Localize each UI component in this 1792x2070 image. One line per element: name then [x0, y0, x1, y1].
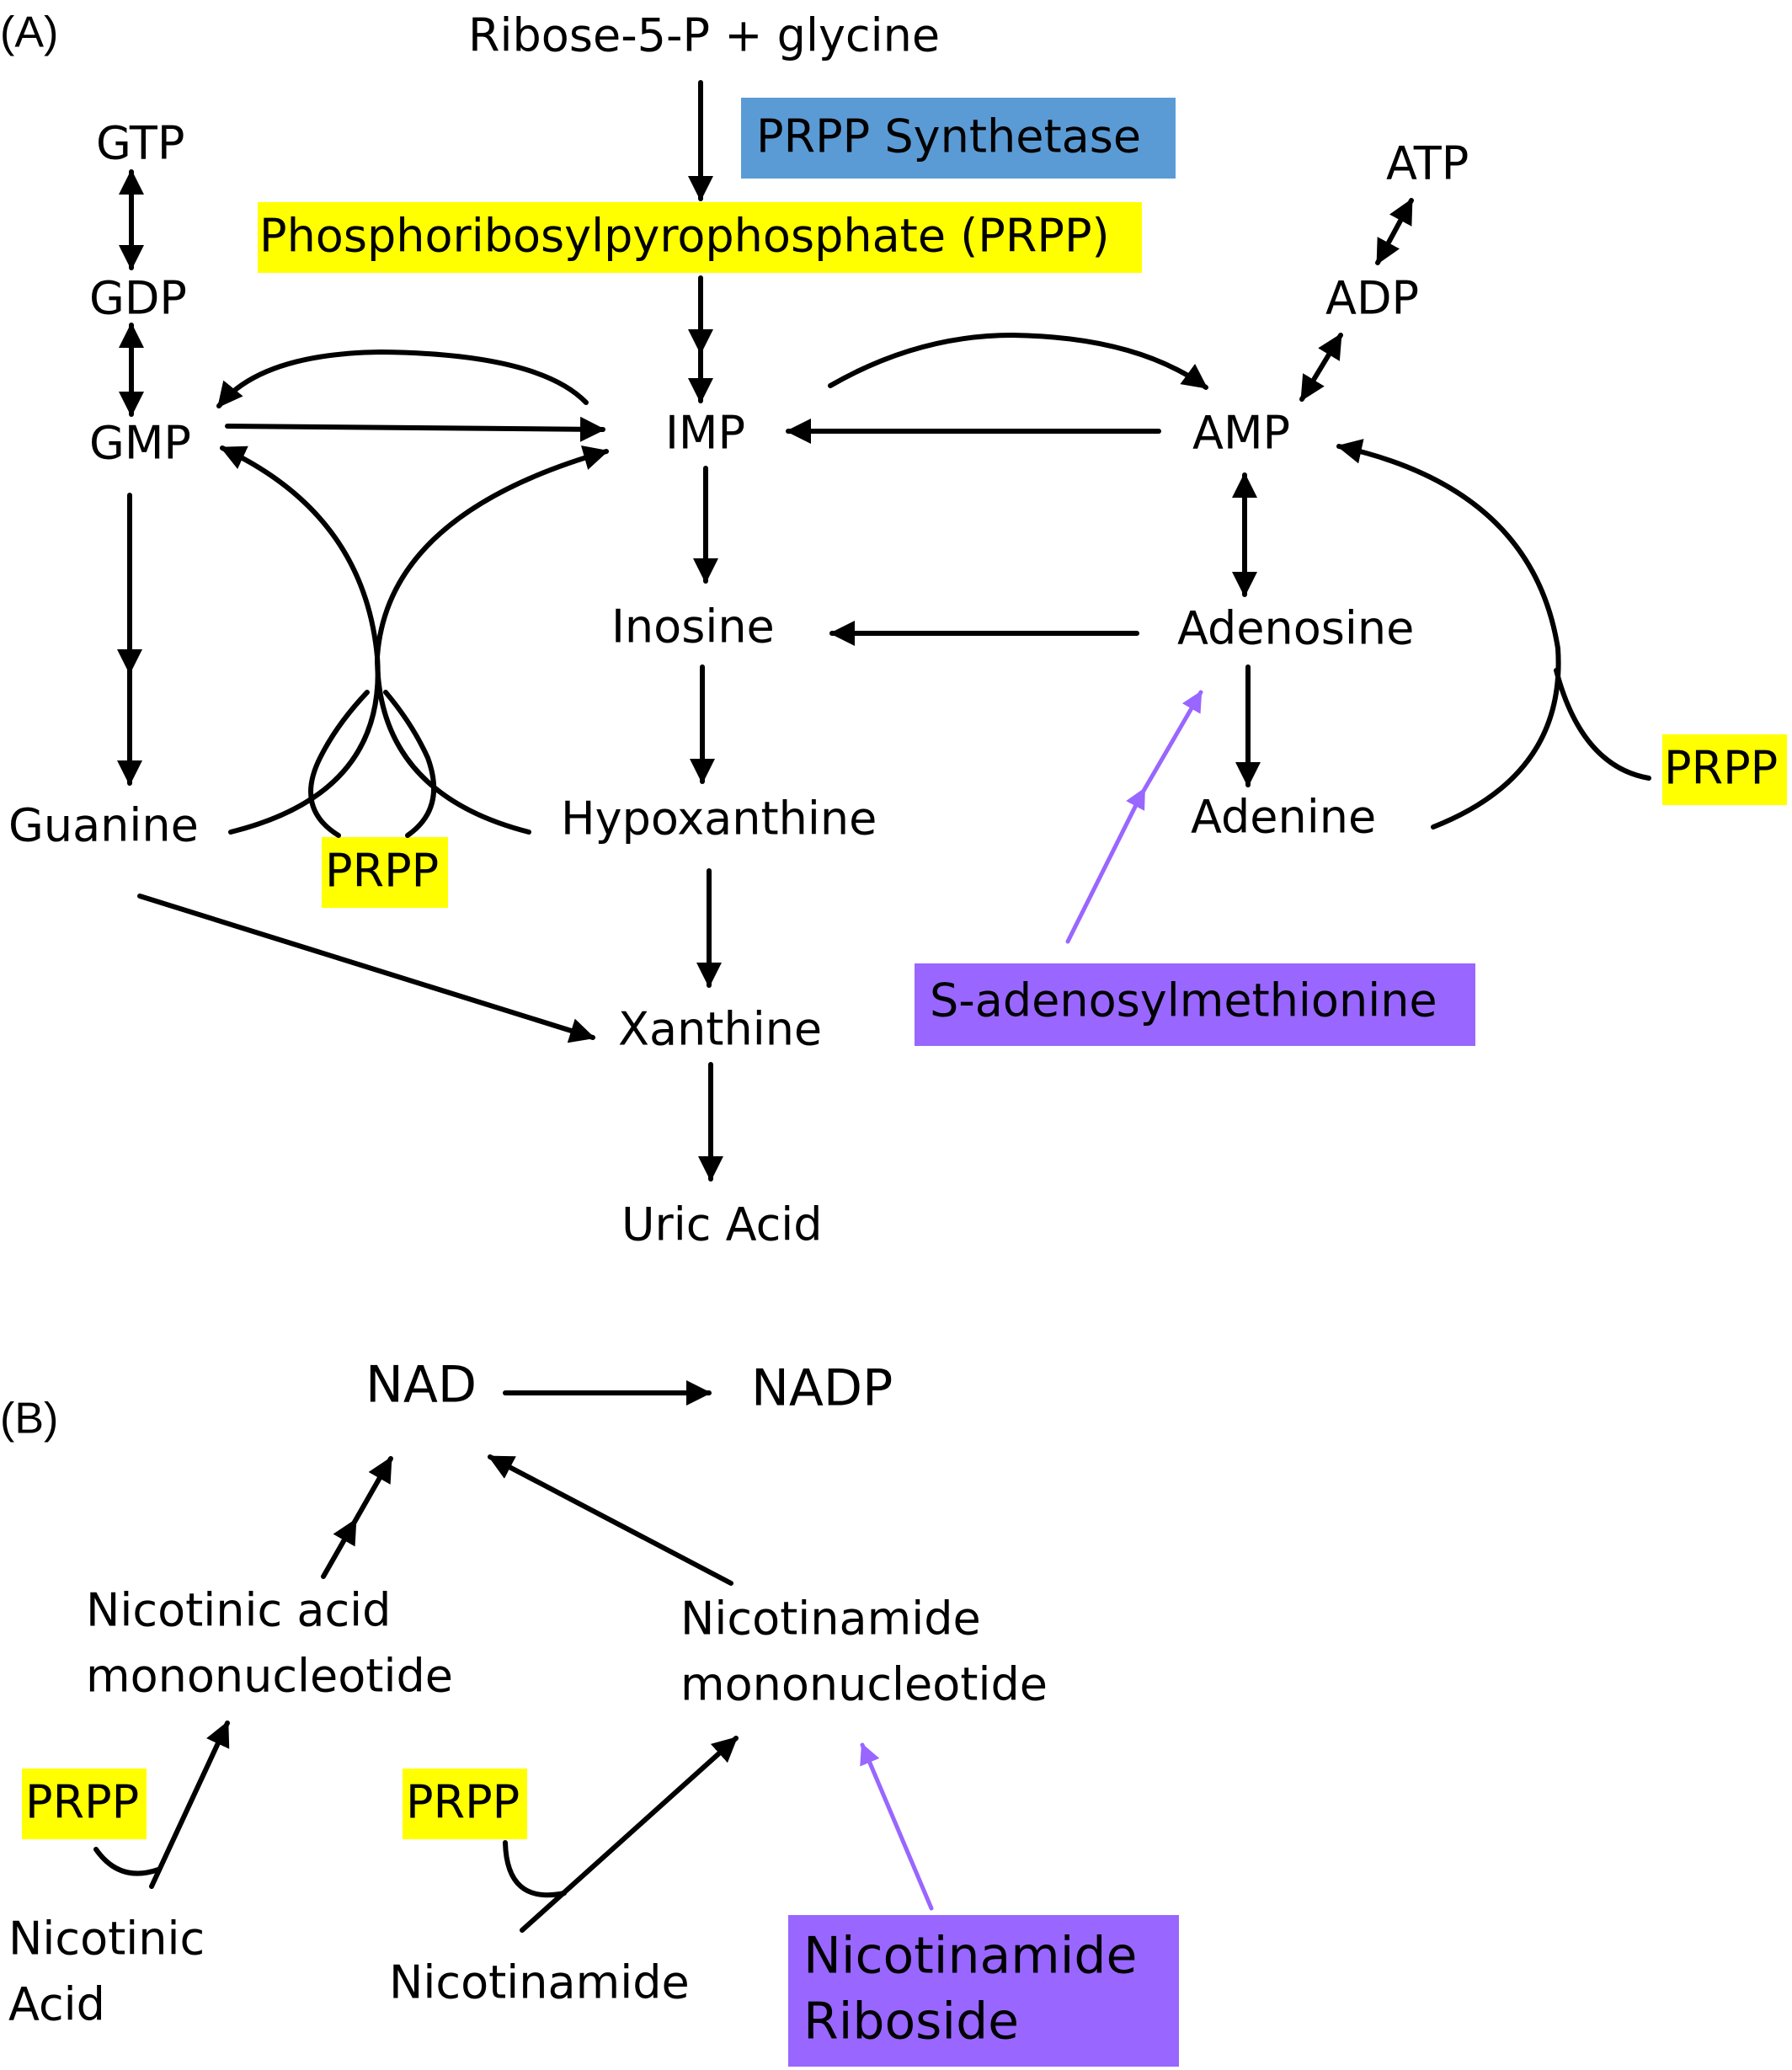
arrow-adp-atp	[1375, 198, 1414, 265]
prpp-2-highlight	[403, 1769, 527, 1839]
prpp-1-loop	[93, 1847, 161, 1876]
node-nad: NAD	[365, 1356, 477, 1415]
node-inosine: Inosine	[611, 600, 775, 654]
enzyme-label: PRPP Synthetase	[756, 110, 1141, 163]
prpp-right-highlight	[1662, 734, 1787, 805]
start-substrates: Ribose-5-P + glycine	[468, 9, 940, 62]
node-xanthine: Xanthine	[618, 1003, 822, 1056]
prpp-2: PRPP	[406, 1776, 520, 1829]
node-adp: ADP	[1325, 272, 1419, 325]
sam-label: S-adenosylmethionine	[930, 974, 1437, 1027]
prpp-loop-right	[383, 690, 437, 838]
node-nadp: NADP	[751, 1359, 893, 1418]
arrow-gmp-to-imp	[225, 416, 605, 442]
arrow-sam-to-adenosine	[1065, 690, 1203, 944]
node-nicotinic-acid-line1: Nicotinic	[8, 1913, 205, 1966]
arrow-adenine-to-amp-salvage	[1336, 439, 1561, 830]
arrow-namn-to-nad	[321, 1456, 393, 1579]
panel-a-label: (A)	[0, 8, 58, 57]
node-gdp: GDP	[89, 272, 187, 325]
arrow-nmn-to-nad	[488, 1454, 733, 1586]
node-nr-line1: Nicotinamide	[803, 1927, 1137, 1986]
node-uric-acid: Uric Acid	[621, 1198, 823, 1251]
arrow-nicotinamide-to-nmn	[520, 1736, 739, 1933]
arrow-nr-to-nmn	[860, 1742, 934, 1911]
arrow-guanine-to-gmp-salvage	[220, 445, 381, 835]
prpp-full-name: Phosphoribosylpyrophosphate (PRPP)	[259, 210, 1110, 263]
panel-b: (B) NAD NADP Nicotinic acid mononucleoti…	[0, 1356, 1179, 2067]
arrow-amp-adp	[1299, 333, 1343, 402]
arrow-guanine-to-xanthine	[137, 894, 595, 1043]
prpp-left: PRPP	[325, 845, 439, 898]
node-hypoxanthine: Hypoxanthine	[561, 792, 877, 846]
node-amp: AMP	[1192, 407, 1290, 460]
node-adenine: Adenine	[1191, 791, 1376, 844]
panel-a: (A) Ribose-5-P + glycine PRPP Synthetase…	[0, 8, 1787, 1251]
node-gtp: GTP	[96, 117, 184, 170]
node-nr-line2: Riboside	[803, 1993, 1019, 2051]
enzyme-box	[741, 98, 1176, 179]
prpp-left-highlight	[322, 837, 448, 908]
node-gmp: GMP	[89, 417, 191, 470]
node-adenosine: Adenosine	[1177, 602, 1414, 655]
prpp-1-highlight	[22, 1769, 147, 1839]
nr-box	[788, 1915, 1179, 2067]
node-atp: ATP	[1386, 137, 1469, 190]
arrow-hypoxanthine-to-imp-salvage	[374, 445, 609, 835]
prpp-1: PRPP	[25, 1776, 139, 1829]
node-imp: IMP	[665, 407, 745, 460]
prpp-full-highlight	[258, 202, 1142, 273]
node-namn-line2: mononucleotide	[86, 1650, 453, 1703]
node-nmn-line2: mononucleotide	[680, 1658, 1048, 1711]
prpp-loop-left	[308, 690, 370, 838]
prpp-right-loop	[1554, 668, 1651, 781]
prpp-right: PRPP	[1664, 742, 1778, 795]
arrow-imp-to-gmp-curve	[216, 349, 589, 408]
sam-box	[915, 963, 1475, 1046]
node-nmn-line1: Nicotinamide	[680, 1593, 981, 1646]
arrow-imp-to-amp-curve	[828, 332, 1208, 390]
node-guanine: Guanine	[8, 799, 199, 852]
node-namn-line1: Nicotinic acid	[86, 1584, 391, 1637]
panel-b-label: (B)	[0, 1395, 58, 1443]
node-nicotinamide: Nicotinamide	[389, 1956, 690, 2009]
prpp-2-loop	[503, 1840, 567, 1898]
node-nicotinic-acid-line2: Acid	[8, 1978, 105, 2031]
arrow-nicotinic-acid-to-namn	[149, 1721, 230, 1889]
